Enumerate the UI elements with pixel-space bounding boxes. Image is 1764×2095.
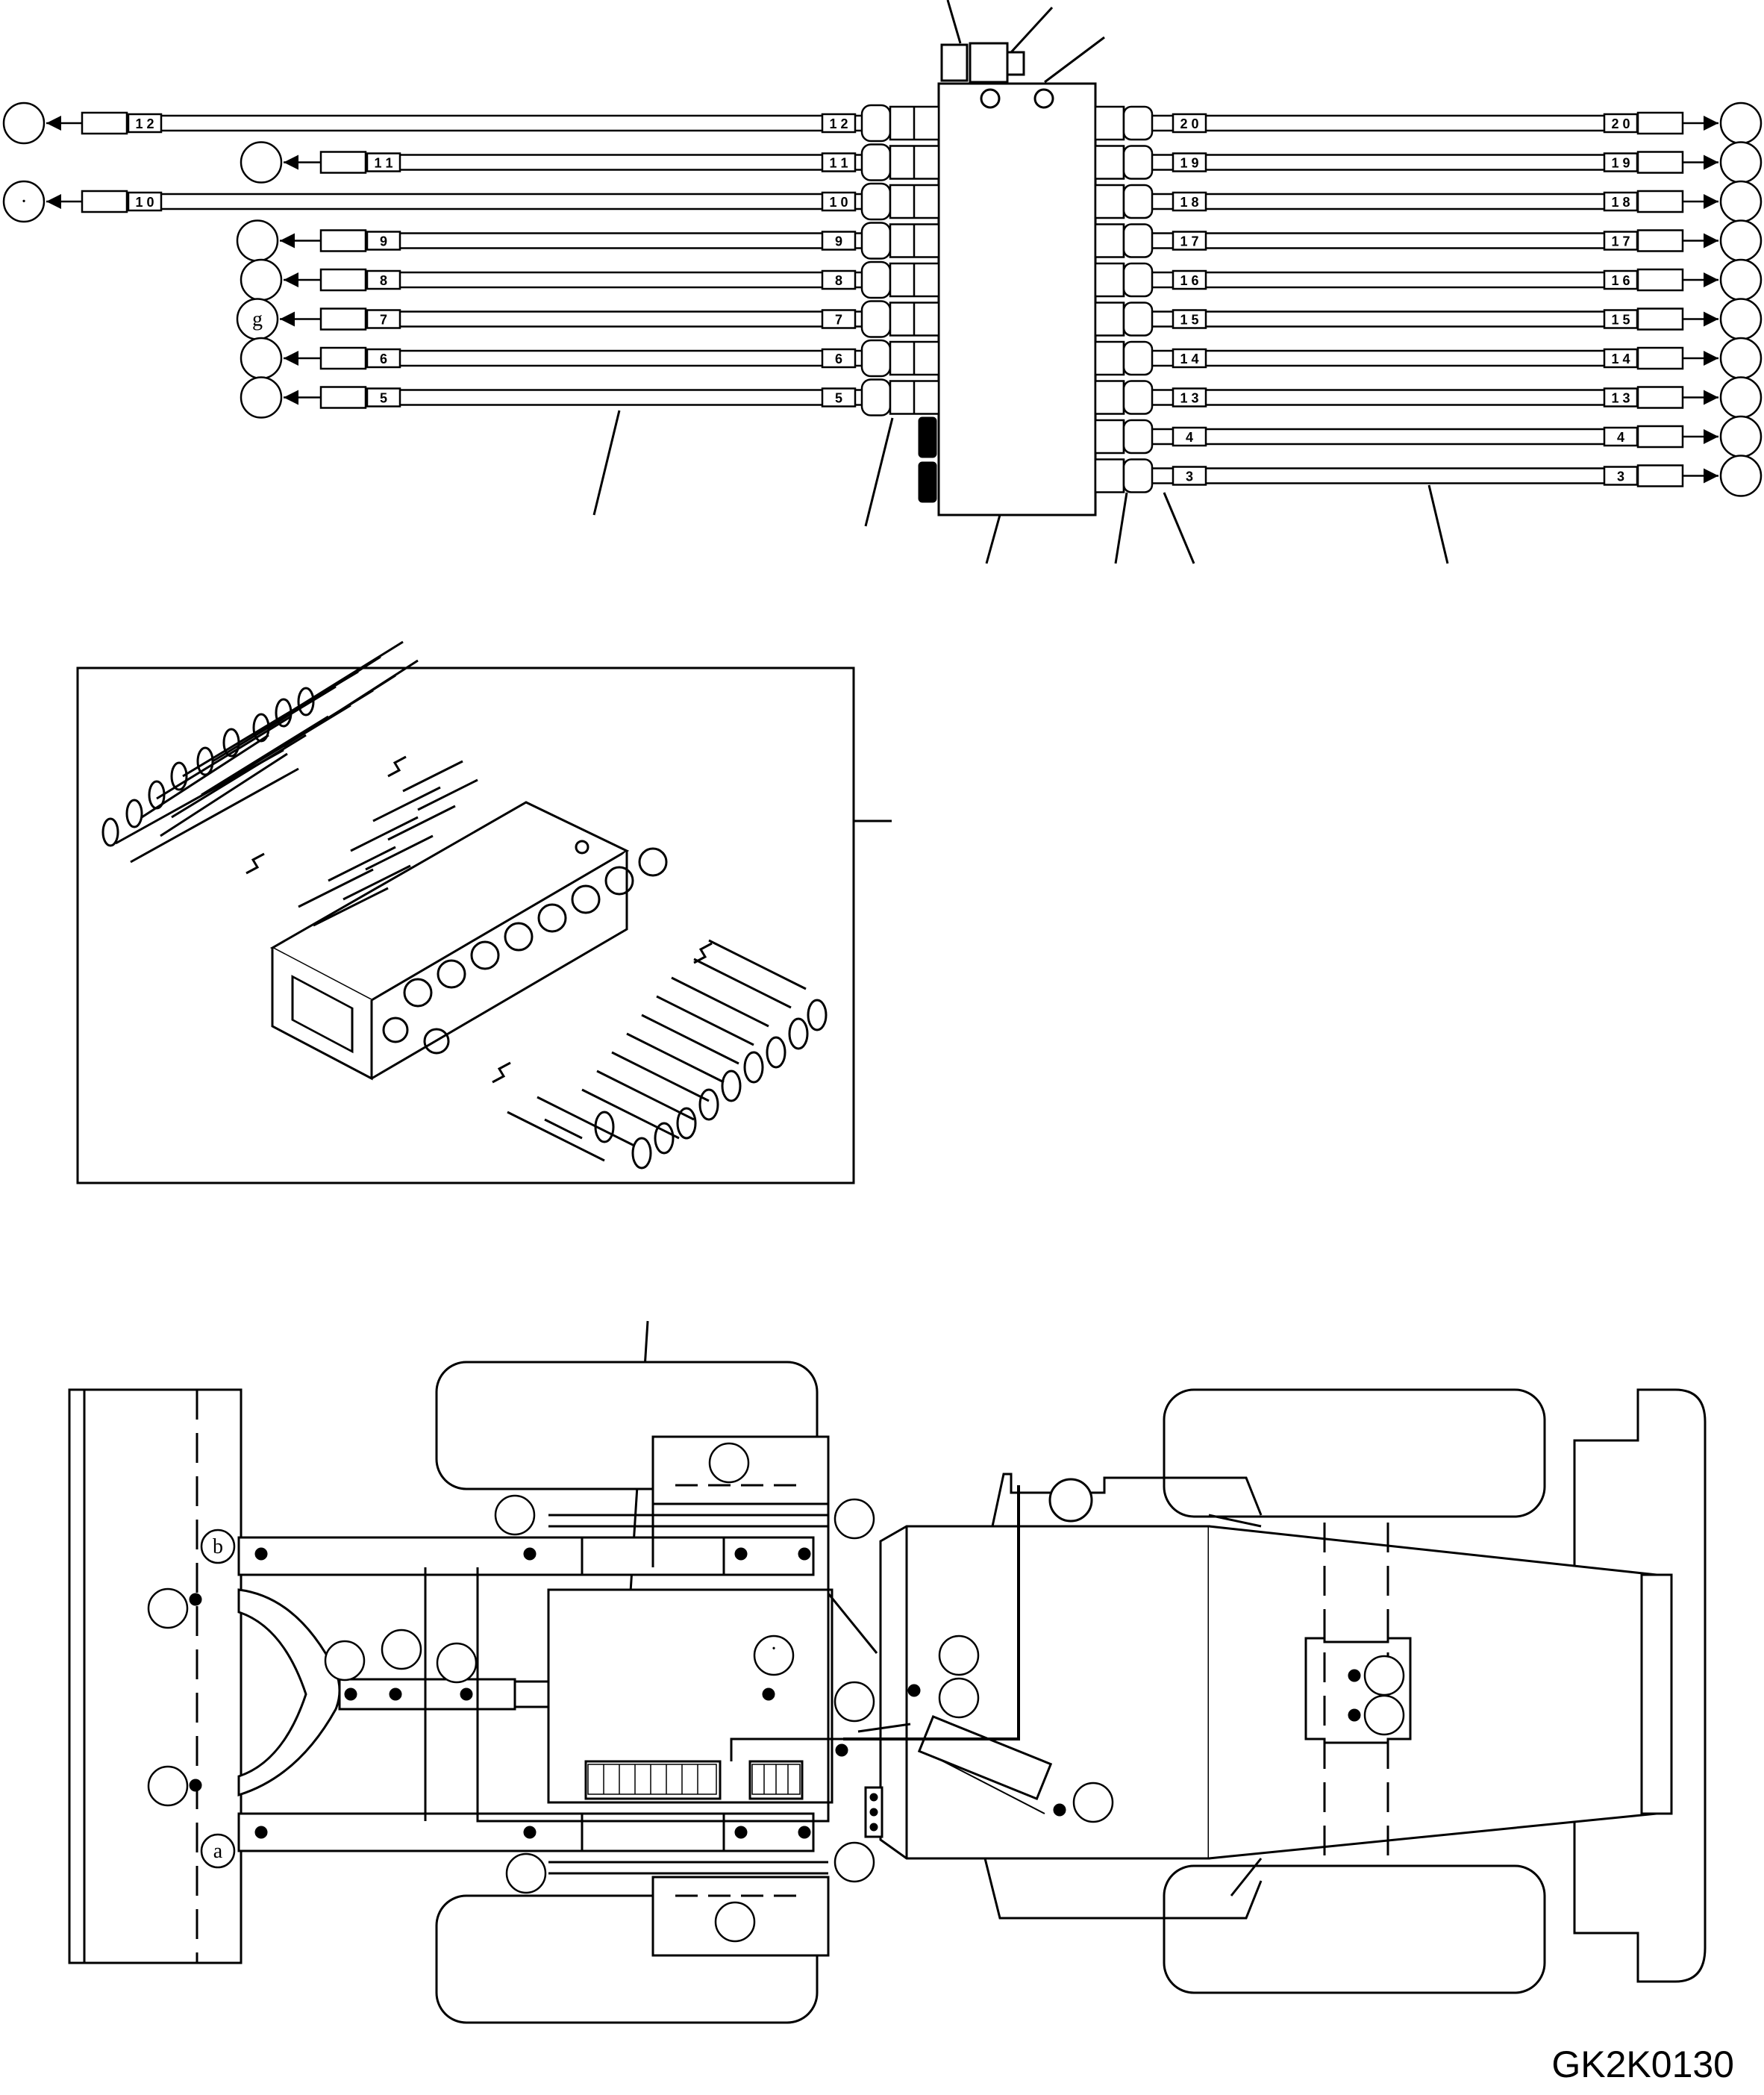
hose-callout-circle [1719, 337, 1763, 380]
hose-tag: 1 8 [1611, 195, 1630, 210]
hose-tag: 1 3 [1611, 391, 1630, 406]
plan-callout-circles [147, 1442, 1405, 1943]
right-hose-row: 1 3 1 3 [1094, 376, 1763, 419]
left-hose-row: 1 0 1 0 · [2, 180, 940, 223]
hose-callout-circle [240, 376, 283, 419]
hose-tag: 4 [1617, 430, 1624, 445]
inset-lower-hoses [507, 939, 828, 1170]
plan-manifold-tags [587, 1764, 801, 1795]
hose-callout-circle [1719, 298, 1763, 340]
hose-tag: 9 [835, 234, 842, 249]
manifold-block [592, 0, 1449, 564]
hose-tag: 1 6 [1611, 273, 1630, 288]
hose-callout-circle [240, 337, 283, 380]
hose-callout-circle [1719, 219, 1763, 262]
machine-plan-view [68, 1320, 1707, 2024]
hose-tag: 6 [380, 352, 387, 366]
left-hose-row: 7 7 g [236, 298, 940, 340]
hose-tag: 1 1 [374, 156, 392, 171]
hose-tag: 1 1 [829, 156, 848, 171]
inset-block-fittings [382, 847, 668, 1055]
hose-tag: 1 5 [1611, 313, 1630, 328]
hose-tag: 1 2 [829, 116, 848, 131]
hose-tag: 2 0 [1611, 116, 1630, 131]
callout-a: a [213, 1840, 223, 1863]
drawing-id: GK2K0130 [1551, 2044, 1734, 2085]
hose-callout-circle [1719, 102, 1763, 145]
hose-tag: 1 7 [1180, 234, 1198, 249]
right-hose-row: 1 6 1 6 [1094, 258, 1763, 302]
hose-callout: · [20, 190, 27, 213]
plan-callout-a-b: b a · [200, 1529, 778, 1869]
hose-tag: 1 0 [135, 195, 154, 210]
hose-tag: 4 [1186, 430, 1193, 445]
hose-tag: 5 [380, 391, 387, 406]
callout-b-circle [200, 1529, 236, 1564]
right-hose-row: 1 4 1 4 [1094, 337, 1763, 380]
callout-a-circle [200, 1833, 236, 1869]
hose-tag: 1 0 [829, 195, 848, 210]
hose-tag: 9 [380, 234, 387, 249]
hose-callout-circle [240, 258, 283, 302]
left-hose-row: 1 1 1 1 [240, 141, 940, 184]
hose-tag: 3 [1186, 469, 1193, 484]
hose-tag: 7 [835, 313, 842, 328]
hose-tag: 1 4 [1180, 352, 1198, 366]
left-hose-row: 1 2 1 2 [2, 102, 940, 145]
hose-tag: 1 6 [1180, 273, 1198, 288]
right-hose-row: 1 7 1 7 [1094, 219, 1763, 262]
right-hose-row: 1 5 1 5 [1094, 298, 1763, 340]
pin-dots [189, 1547, 1361, 1839]
hose-tag: 8 [835, 273, 842, 288]
hose-tag: 7 [380, 313, 387, 328]
hose-tag: 2 0 [1180, 116, 1198, 131]
hose-tag: 1 5 [1180, 313, 1198, 328]
right-hose-row: 2 0 2 0 [1094, 102, 1763, 145]
hose-tag: 3 [1617, 469, 1624, 484]
hose-callout-circle [1719, 258, 1763, 302]
hose-tag: 1 8 [1180, 195, 1198, 210]
hose-callout-circle [1719, 455, 1763, 497]
right-hose-row: 1 8 1 8 [1094, 180, 1763, 223]
hose-tag: 1 9 [1180, 156, 1198, 171]
hose-tag: 1 9 [1611, 156, 1630, 171]
isometric-inset [76, 640, 892, 1184]
hose-callout-circle [1719, 180, 1763, 223]
hose-tag: 1 3 [1180, 391, 1198, 406]
right-hose-row: 1 9 1 9 [1094, 141, 1763, 184]
hose-tag: 5 [835, 391, 842, 406]
hose-callout: g [252, 308, 263, 331]
hose-callout-circle [236, 219, 279, 262]
inset-upper-hoses [101, 640, 419, 864]
hose-tag: 6 [835, 352, 842, 366]
inset-center-fittings [298, 760, 478, 927]
hose-callout-circle [1719, 141, 1763, 184]
hose-tag: 1 4 [1611, 352, 1630, 366]
callout-b: b [213, 1535, 223, 1558]
hose-callout-circle [2, 180, 46, 223]
hose-tag: 8 [380, 273, 387, 288]
hose-callout-circle [2, 102, 46, 145]
hose-tag: 1 7 [1611, 234, 1630, 249]
hose-callout-circle [240, 141, 283, 184]
hose-tag: 1 2 [135, 116, 154, 131]
hose-callout-circle [1719, 415, 1763, 458]
callout-dot: · [770, 1637, 777, 1661]
hose-callout-circle [1719, 376, 1763, 419]
